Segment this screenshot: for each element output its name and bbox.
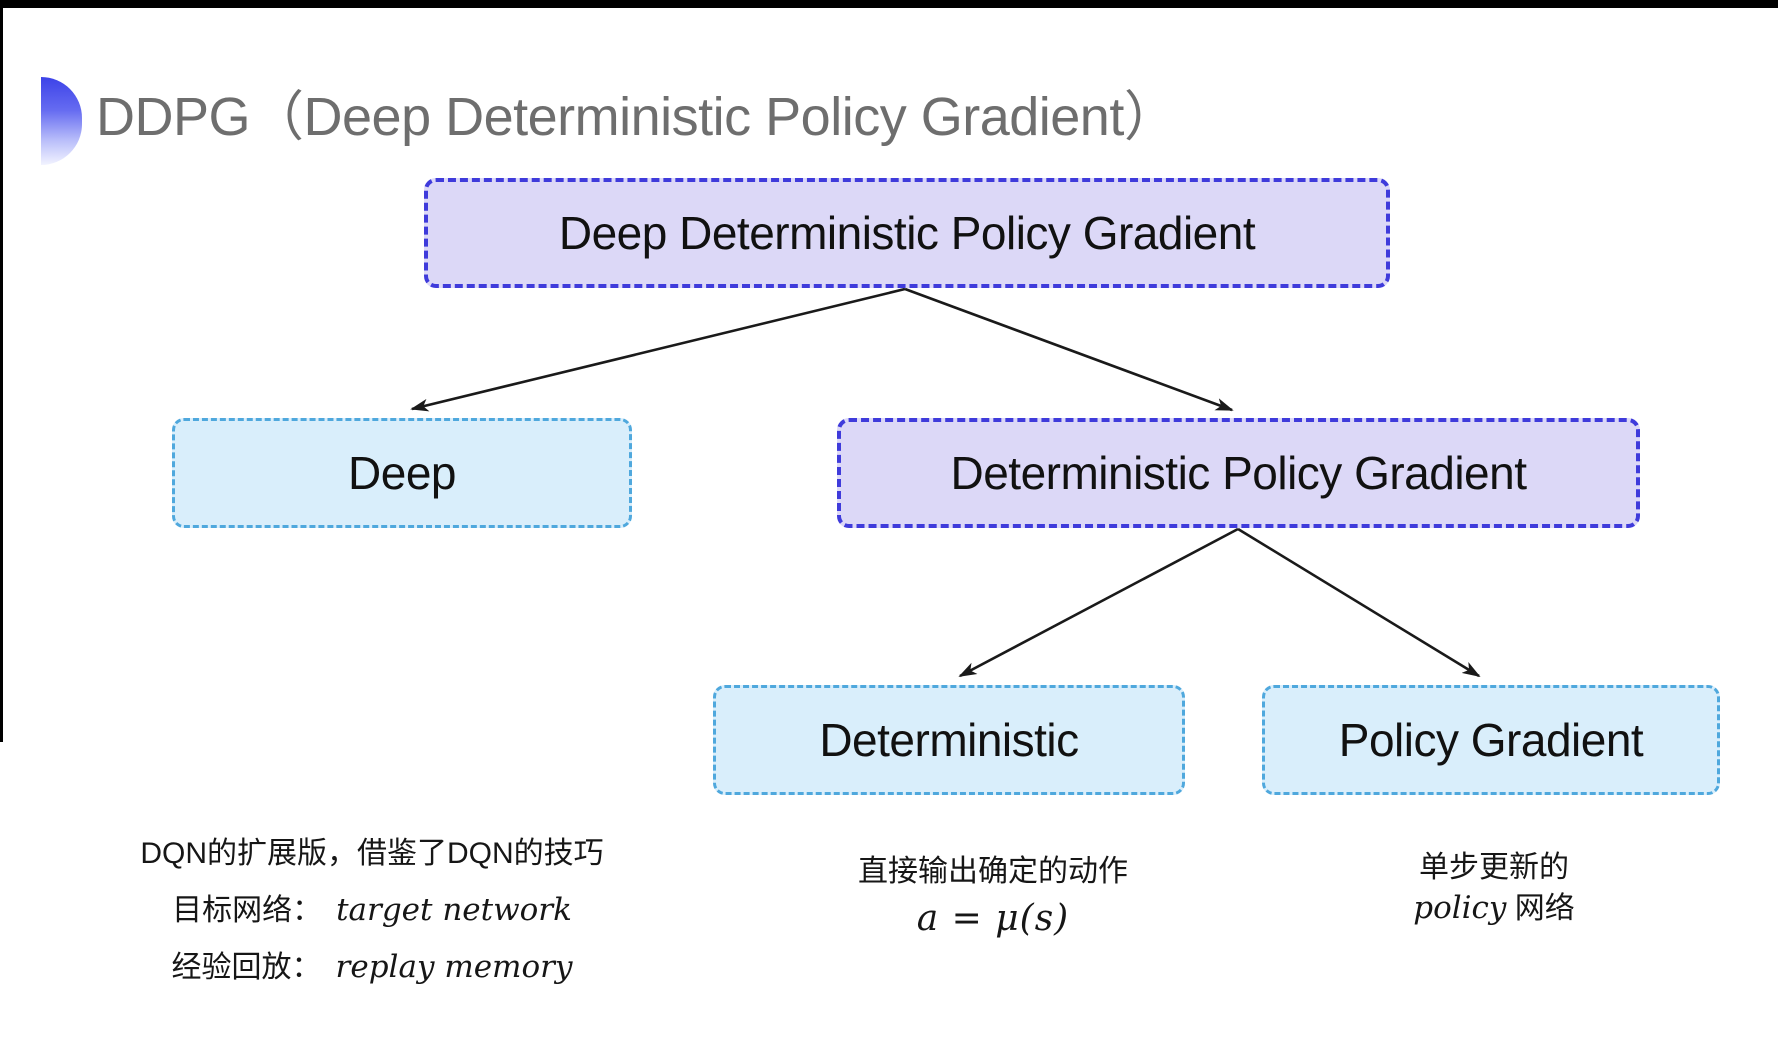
- note-deep-line2: 目标网络： target network: [139, 890, 605, 931]
- node-deep-deterministic-policy-gradient: Deep Deterministic Policy Gradient: [424, 178, 1390, 288]
- arrow-root-to-dpg: [904, 287, 1234, 412]
- note-deterministic: 直接输出确定的动作 a = μ(s): [838, 852, 1148, 939]
- node-deterministic: Deterministic: [713, 685, 1185, 795]
- node-label: Deterministic: [819, 714, 1079, 766]
- note-deep-line1: DQN的扩展版，借鉴了DQN的技巧: [140, 837, 604, 870]
- note-policy-gradient: 单步更新的 policy 网络: [1378, 848, 1610, 929]
- note-deep-line2-label: 目标网络：: [172, 894, 323, 927]
- arrow-dpg-to-policy-gradient: [1237, 527, 1481, 678]
- note-policy-gradient-line1: 单步更新的: [1419, 851, 1569, 884]
- node-label: Deep: [348, 447, 456, 499]
- note-deterministic-formula: a = μ(s): [916, 898, 1070, 939]
- node-label: Deep Deterministic Policy Gradient: [558, 207, 1256, 259]
- note-policy-gradient-term: policy: [1413, 890, 1507, 926]
- node-policy-gradient: Policy Gradient: [1262, 685, 1720, 795]
- slide-title: DDPG（Deep Deterministic Policy Gradient）: [96, 87, 1178, 147]
- note-deterministic-line1: 直接输出确定的动作: [858, 855, 1128, 888]
- top-frame-edge: [0, 0, 1778, 8]
- note-deep-line3-term: replay memory: [335, 949, 573, 985]
- note-deep: DQN的扩展版，借鉴了DQN的技巧 目标网络： target network 经验…: [139, 834, 605, 1004]
- arrow-dpg-to-deterministic: [958, 527, 1239, 678]
- node-label: Deterministic Policy Gradient: [950, 447, 1527, 499]
- left-frame-edge: [0, 0, 3, 742]
- note-policy-gradient-line2: policy 网络: [1378, 888, 1610, 929]
- node-label: Policy Gradient: [1338, 714, 1644, 766]
- arrow-root-to-deep: [410, 287, 906, 412]
- note-deep-line3-label: 经验回放：: [171, 951, 322, 984]
- node-deterministic-policy-gradient: Deterministic Policy Gradient: [837, 418, 1640, 528]
- note-policy-gradient-rest: 网络: [1514, 892, 1575, 925]
- note-deep-line2-term: target network: [336, 892, 572, 928]
- node-deep: Deep: [172, 418, 632, 528]
- note-deep-line3: 经验回放： replay memory: [139, 947, 605, 988]
